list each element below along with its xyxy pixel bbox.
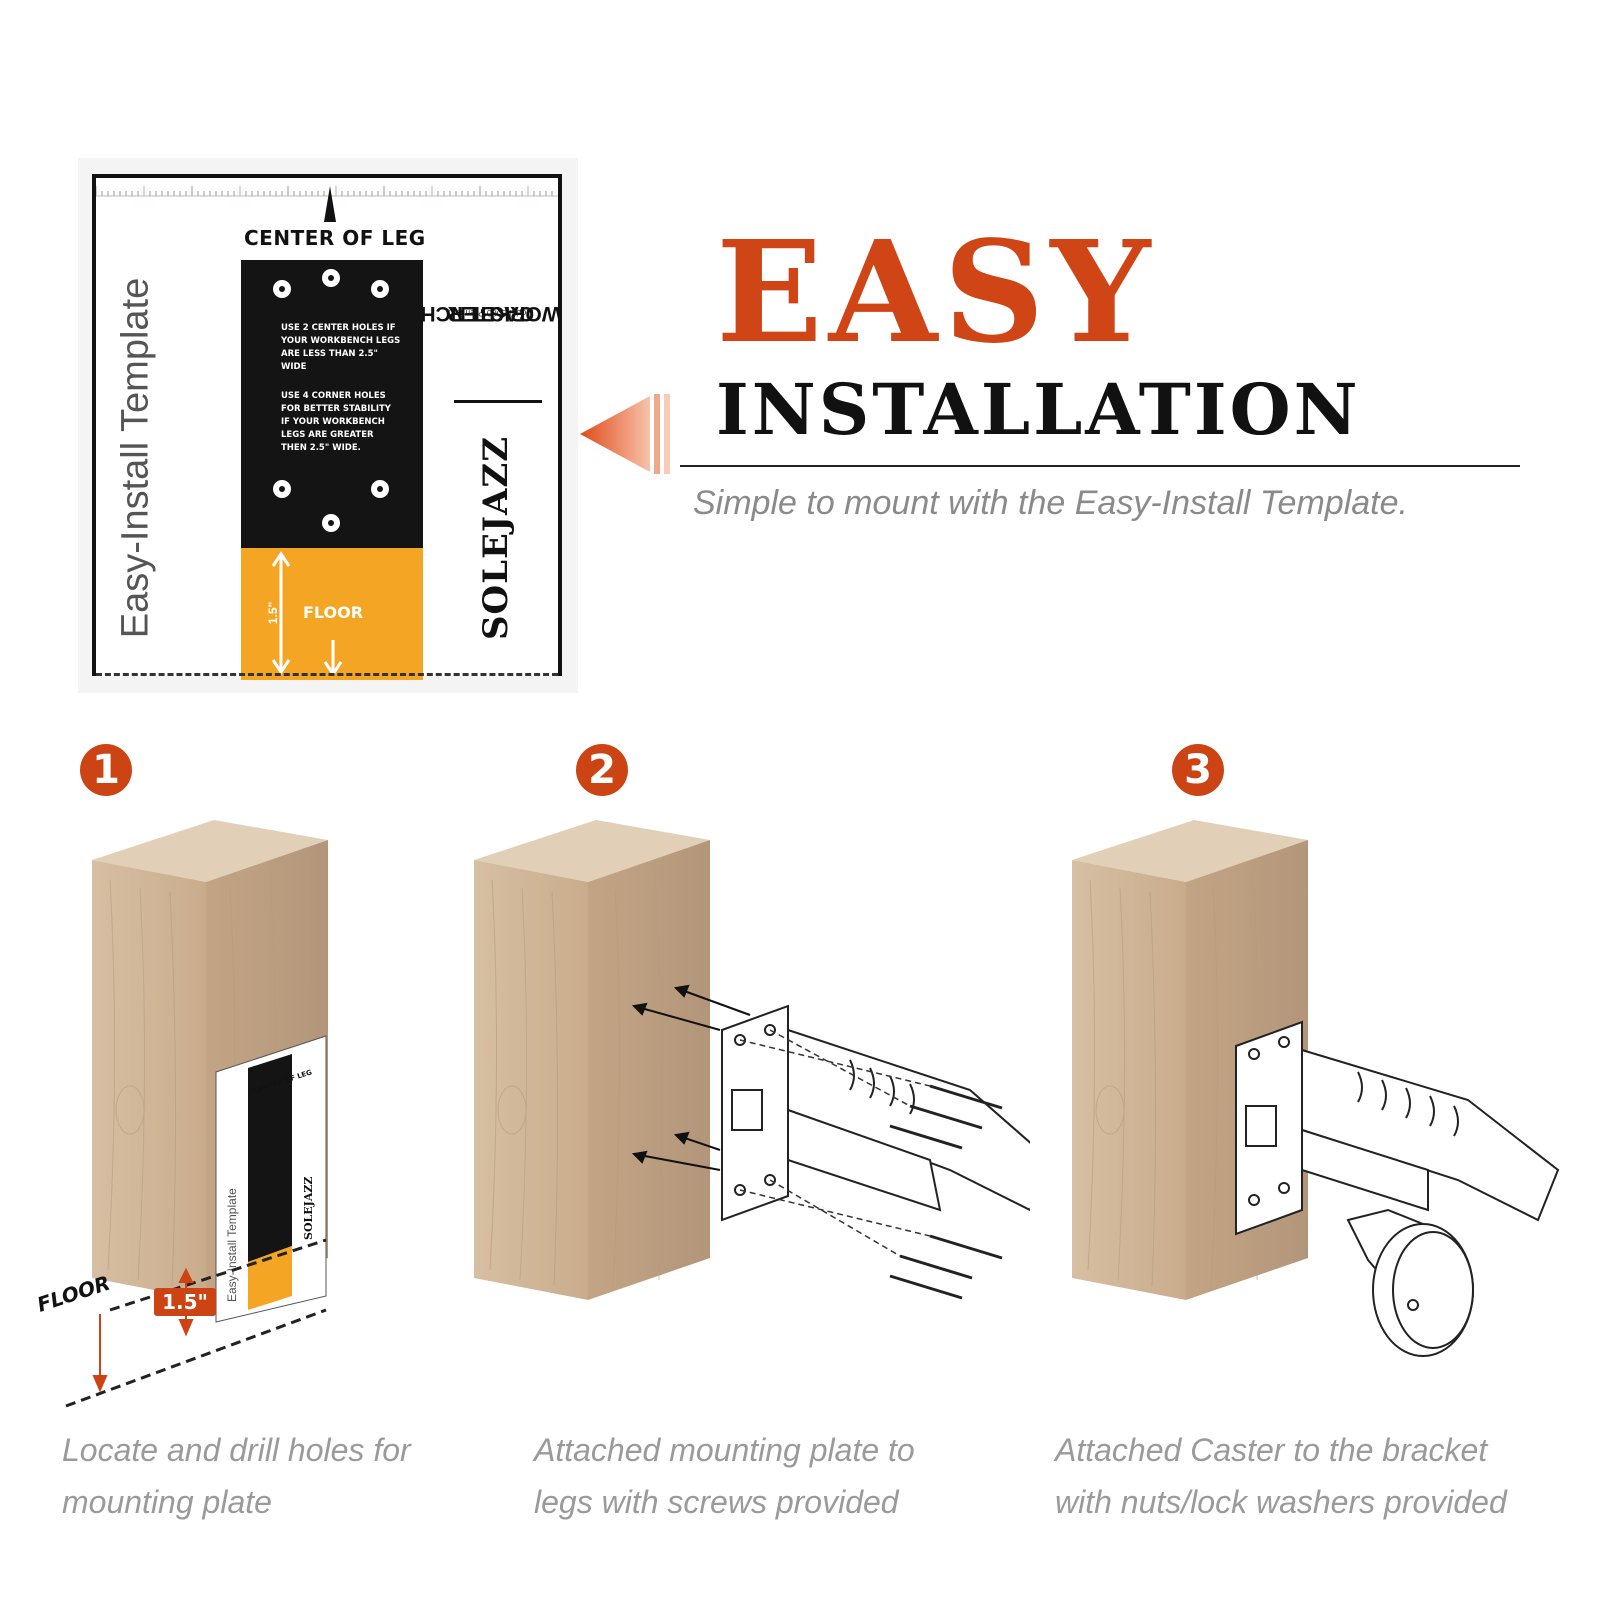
product-name: Model 3000 Premium WORKBENCH CASTER (420, 302, 562, 325)
headline-subtitle: Simple to mount with the Easy-Install Te… (693, 484, 1408, 522)
wood-leg (474, 820, 710, 1300)
brand-logo: SOLEJAZZ (476, 435, 516, 641)
center-arrow-icon (324, 186, 336, 222)
hole-icon (273, 480, 291, 498)
hole-icon (371, 480, 389, 498)
instruction-center-holes: USE 2 CENTER HOLES IF YOUR WORKBENCH LEG… (281, 323, 401, 372)
center-of-leg-label: CENTER OF LEG (244, 226, 426, 250)
floor-cut-line (96, 673, 558, 676)
mounting-plate-guide: USE 2 CENTER HOLES IF YOUR WORKBENCH LEG… (241, 260, 423, 548)
height-badge-label: 1.5" (162, 1290, 208, 1314)
screws-icon (889, 1084, 1003, 1300)
step-1-caption: Locate and drill holes for mounting plat… (62, 1432, 411, 1520)
headline-installation: INSTALLATION (716, 368, 1361, 451)
floor-tag: FLOOR (34, 1271, 113, 1317)
height-badge (154, 1288, 216, 1316)
install-template-image: Easy-Install Template CENTER OF LEG USE … (78, 158, 578, 693)
mounting-bracket-icon (721, 1004, 1030, 1222)
floor-label: FLOOR (303, 603, 364, 622)
headline-rule (680, 465, 1520, 467)
hole-icon (371, 280, 389, 298)
template-sheet: Easy-Install Template CENTER OF LEG USE … (92, 174, 562, 680)
instruction-corner-holes: USE 4 CORNER HOLES FOR BETTER STABILITY … (281, 391, 391, 453)
step-2-number: 2 (576, 744, 628, 796)
hole-icon (273, 280, 291, 298)
hole-icon (322, 514, 340, 532)
step-3-number: 3 (1172, 744, 1224, 796)
step-2-caption: Attached mounting plate to legs with scr… (534, 1432, 915, 1520)
offset-height-label: 1.5" (266, 601, 280, 625)
template-title: Easy-Install Template (114, 277, 157, 639)
svg-text:SOLEJAZZ: SOLEJAZZ (302, 1177, 315, 1240)
step-1-number: 1 (80, 744, 132, 796)
step-3-caption: Attached Caster to the bracket with nuts… (1055, 1432, 1507, 1520)
hole-icon (322, 269, 340, 287)
step-1-illustration: CENTER OF LEG Easy-Install Template SOLE… (34, 820, 328, 1408)
template-on-leg (215, 1035, 327, 1323)
pointer-arrow-icon (580, 394, 670, 474)
caster-wheel-icon (1235, 1020, 1560, 1357)
step-3-illustration (1072, 820, 1560, 1357)
floor-arrows-icon (271, 551, 343, 677)
divider (454, 400, 542, 403)
step-2-illustration (474, 820, 1030, 1300)
svg-text:Easy-Install Template: Easy-Install Template (225, 1188, 239, 1302)
headline-easy: EASY (716, 211, 1157, 375)
floor-offset-zone: 1.5" FLOOR (241, 548, 423, 680)
